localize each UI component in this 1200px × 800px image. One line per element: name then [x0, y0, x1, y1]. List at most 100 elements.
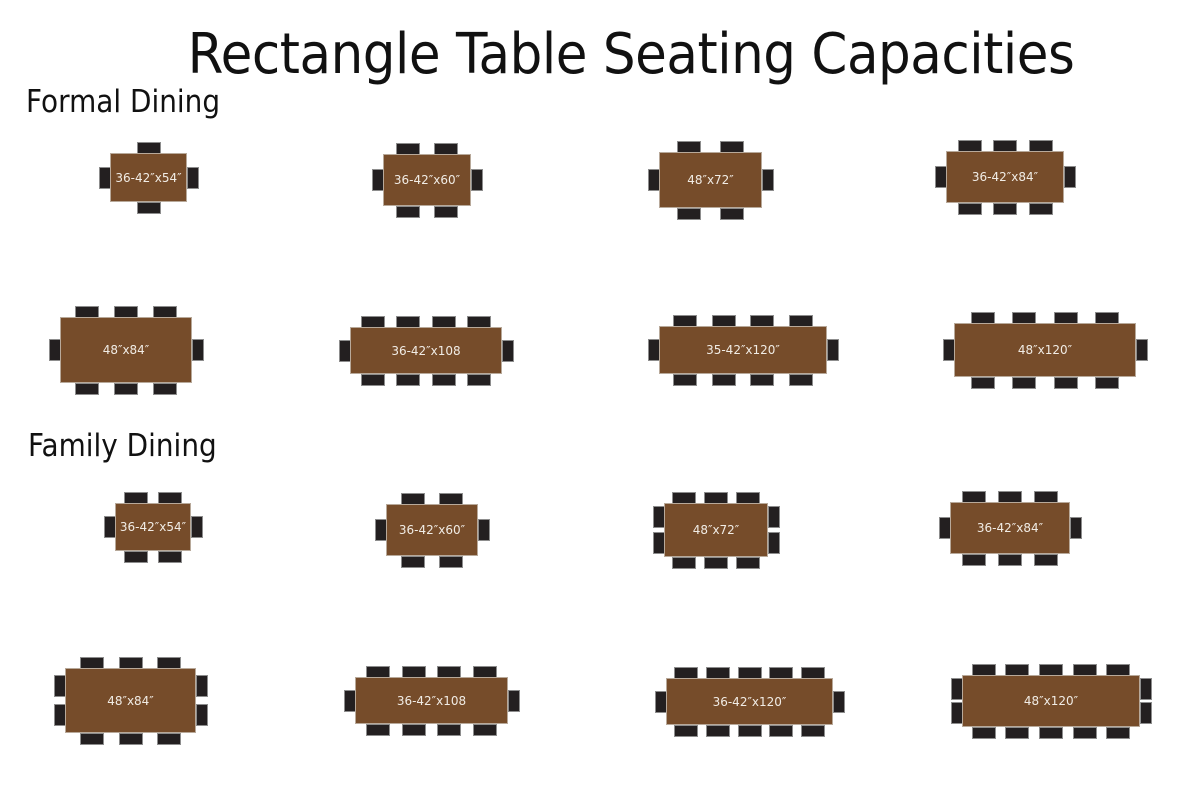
chair-icon: [1094, 377, 1119, 389]
chair-icon: [431, 374, 456, 386]
chair-icon: [437, 724, 462, 736]
chair-icon: [1072, 727, 1097, 739]
chair-icon: [79, 733, 104, 745]
table-top: 36-42″x108: [355, 677, 508, 724]
chair-icon: [192, 339, 204, 361]
table-diagram: 48″x120″: [951, 664, 1152, 739]
chair-icon: [1034, 554, 1058, 566]
table-size-label: 48″x120″: [1023, 694, 1079, 708]
chair-icon: [704, 557, 728, 569]
table-size-label: 36-42″x54″: [115, 170, 182, 185]
table-size-label: 36-42″x60″: [398, 523, 466, 537]
chair-icon: [114, 383, 138, 395]
chair-icon: [471, 169, 483, 191]
chair-icon: [768, 506, 780, 529]
chair-icon: [75, 383, 99, 395]
chair-icon: [1136, 339, 1148, 361]
chair-icon: [736, 557, 760, 569]
chair-icon: [191, 516, 203, 538]
chair-icon: [705, 725, 730, 737]
chair-icon: [502, 339, 514, 362]
table-diagram: 48″x84″: [54, 657, 208, 745]
table-size-label: 48″x120″: [1017, 343, 1073, 357]
table-top: 35-42″x120″: [659, 326, 827, 374]
chair-icon: [971, 727, 996, 739]
chair-icon: [124, 551, 149, 563]
table-top: 36-42″x54″: [115, 503, 191, 551]
table-size-label: 36-42″x108: [396, 693, 467, 708]
chair-icon: [366, 724, 391, 736]
table-top: 48″x120″: [962, 675, 1140, 727]
chair-icon: [762, 169, 774, 191]
table-top: 36-42″x84″: [946, 151, 1064, 203]
table-diagram: 36-42″x54″: [99, 142, 199, 214]
page-title: Rectangle Table Seating Capacities: [187, 22, 1075, 87]
chair-icon: [768, 531, 780, 554]
section-heading-family-dining: Family Dining: [28, 428, 217, 464]
table-top: 48″x84″: [65, 668, 196, 733]
chair-icon: [673, 374, 698, 386]
chair-icon: [361, 374, 386, 386]
table-size-label: 36-42″x108: [391, 343, 461, 358]
chair-icon: [769, 725, 794, 737]
chair-icon: [401, 724, 426, 736]
chair-icon: [1106, 727, 1131, 739]
table-top: 36-42″x84″: [950, 502, 1070, 554]
chair-icon: [1028, 203, 1053, 215]
chair-icon: [196, 675, 208, 697]
chair-icon: [1039, 727, 1063, 739]
table-size-label: 48″x84″: [107, 693, 154, 708]
table-diagram: 36-42″x84″: [935, 140, 1076, 215]
chair-icon: [962, 554, 986, 566]
chair-icon: [673, 725, 698, 737]
chair-icon: [737, 725, 762, 737]
chair-icon: [971, 377, 996, 389]
chair-icon: [998, 554, 1022, 566]
chair-icon: [187, 166, 199, 189]
table-top: 48″x120″: [954, 323, 1136, 377]
chair-icon: [1053, 377, 1078, 389]
table-diagram: 36-42″x84″: [939, 491, 1082, 566]
chair-icon: [677, 208, 702, 220]
chair-icon: [993, 203, 1017, 215]
table-top: 36-42″x54″: [110, 153, 187, 202]
table-diagram: 48″x72″: [648, 141, 774, 220]
chair-icon: [508, 689, 520, 712]
table-size-label: 35-42″x120″: [706, 343, 780, 357]
table-diagram: 36-42″x108: [339, 316, 514, 386]
table-diagram: 36-42″x108: [344, 666, 520, 736]
chair-icon: [672, 557, 696, 569]
chair-icon: [153, 383, 177, 395]
table-size-label: 48″x84″: [102, 343, 150, 357]
section-heading-formal-dining: Formal Dining: [26, 84, 221, 120]
table-diagram: 48″x72″: [653, 492, 780, 569]
table-top: 48″x72″: [659, 152, 762, 208]
chair-icon: [400, 556, 425, 568]
table-size-label: 48″x72″: [687, 173, 734, 187]
table-diagram: 36-42″x54″: [104, 492, 203, 563]
chair-icon: [1064, 166, 1076, 188]
table-top: 36-42″x60″: [383, 154, 471, 206]
table-diagram: 48″x84″: [49, 306, 204, 395]
table-top: 48″x84″: [60, 317, 192, 383]
chair-icon: [118, 733, 143, 745]
table-size-label: 36-42″x60″: [393, 173, 461, 187]
table-diagram: 35-42″x120″: [648, 315, 839, 386]
chair-icon: [1140, 702, 1152, 725]
chair-icon: [711, 374, 736, 386]
table-diagram: 36-42″x60″: [375, 493, 490, 568]
chair-icon: [1012, 377, 1037, 389]
chair-icon: [957, 203, 982, 215]
chair-icon: [719, 208, 744, 220]
table-size-label: 36-42″x84″: [976, 521, 1044, 535]
chair-icon: [472, 724, 497, 736]
table-top: 36-42″x60″: [386, 504, 478, 556]
chair-icon: [196, 704, 208, 726]
chair-icon: [1005, 727, 1030, 739]
chair-icon: [396, 374, 421, 386]
table-top: 36-42″x120″: [666, 678, 833, 725]
chair-icon: [396, 206, 421, 218]
chair-icon: [157, 551, 182, 563]
table-top: 36-42″x108: [350, 327, 502, 374]
table-diagram: 48″x120″: [943, 312, 1148, 389]
